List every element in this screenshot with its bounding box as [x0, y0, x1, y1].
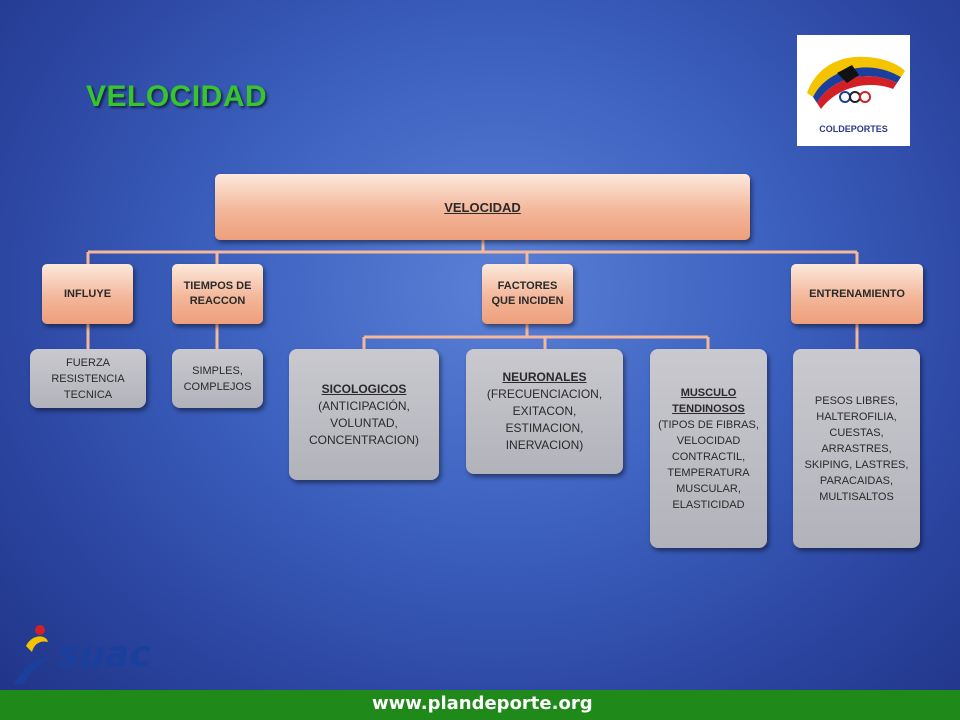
leaf-musculo-tendinosos: MUSCULO TENDINOSOS (TIPOS DE FIBRAS, VEL… — [650, 349, 767, 548]
branch-label: TIEMPOS DE REACCON — [183, 280, 252, 307]
root-node-label: VELOCIDAD — [444, 199, 521, 215]
branch-label: FACTORES QUE INCIDEN — [491, 280, 564, 307]
root-node: VELOCIDAD — [215, 174, 750, 240]
footer-url[interactable]: www.plandeporte.org — [372, 693, 593, 714]
leaf-heading: SICOLOGICOS — [321, 381, 407, 396]
leaf-heading: MUSCULO TENDINOSOS — [672, 386, 745, 415]
leaf-pesos-libres: PESOS LIBRES, HALTEROFILIA, CUESTAS, ARR… — [793, 349, 920, 548]
branch-label: ENTRENAMIENTO — [809, 287, 905, 300]
slide-title: VELOCIDAD — [86, 80, 268, 113]
branch-influye: INFLUYE — [42, 264, 133, 324]
suac-logo-text: suac — [58, 634, 151, 675]
leaf-sicologicos: SICOLOGICOS (ANTICIPACIÓN, VOLUNTAD, CON… — [289, 349, 439, 480]
branch-entrenamiento: ENTRENAMIENTO — [791, 264, 923, 324]
branch-factores-que-inciden: FACTORES QUE INCIDEN — [482, 264, 573, 324]
leaf-text: PESOS LIBRES, HALTEROFILIA, CUESTAS, ARR… — [804, 394, 909, 503]
suac-dot-icon — [35, 625, 45, 635]
coldeportes-logo: COLDEPORTES — [797, 35, 910, 146]
leaf-text: SIMPLES, COMPLEJOS — [183, 364, 252, 393]
suac-logo: suac — [14, 625, 151, 684]
branch-label: INFLUYE — [63, 287, 112, 300]
leaf-simples-complejos: SIMPLES, COMPLEJOS — [172, 349, 263, 408]
leaf-heading: NEURONALES — [502, 370, 587, 384]
leaf-text: FUERZA RESISTENCIA TECNICA — [51, 356, 125, 401]
leaf-neuronales: NEURONALES (FRECUENCIACION, EXITACON, ES… — [466, 349, 623, 474]
coldeportes-emblem-icon — [807, 56, 905, 109]
footer-bar — [0, 690, 960, 720]
leaf-text: (FRECUENCIACION, EXITACON, ESTIMACION, I… — [486, 387, 603, 452]
leaf-fuerza-resistencia-tecnica: FUERZA RESISTENCIA TECNICA — [30, 349, 146, 408]
leaf-text: (TIPOS DE FIBRAS, VELOCIDAD CONTRACTIL, … — [658, 418, 759, 511]
coldeportes-logo-text: COLDEPORTES — [819, 124, 888, 134]
leaf-text: (ANTICIPACIÓN, VOLUNTAD, CONCENTRACION) — [309, 398, 419, 447]
branch-tiempos-de-reaccon: TIEMPOS DE REACCON — [172, 264, 263, 324]
